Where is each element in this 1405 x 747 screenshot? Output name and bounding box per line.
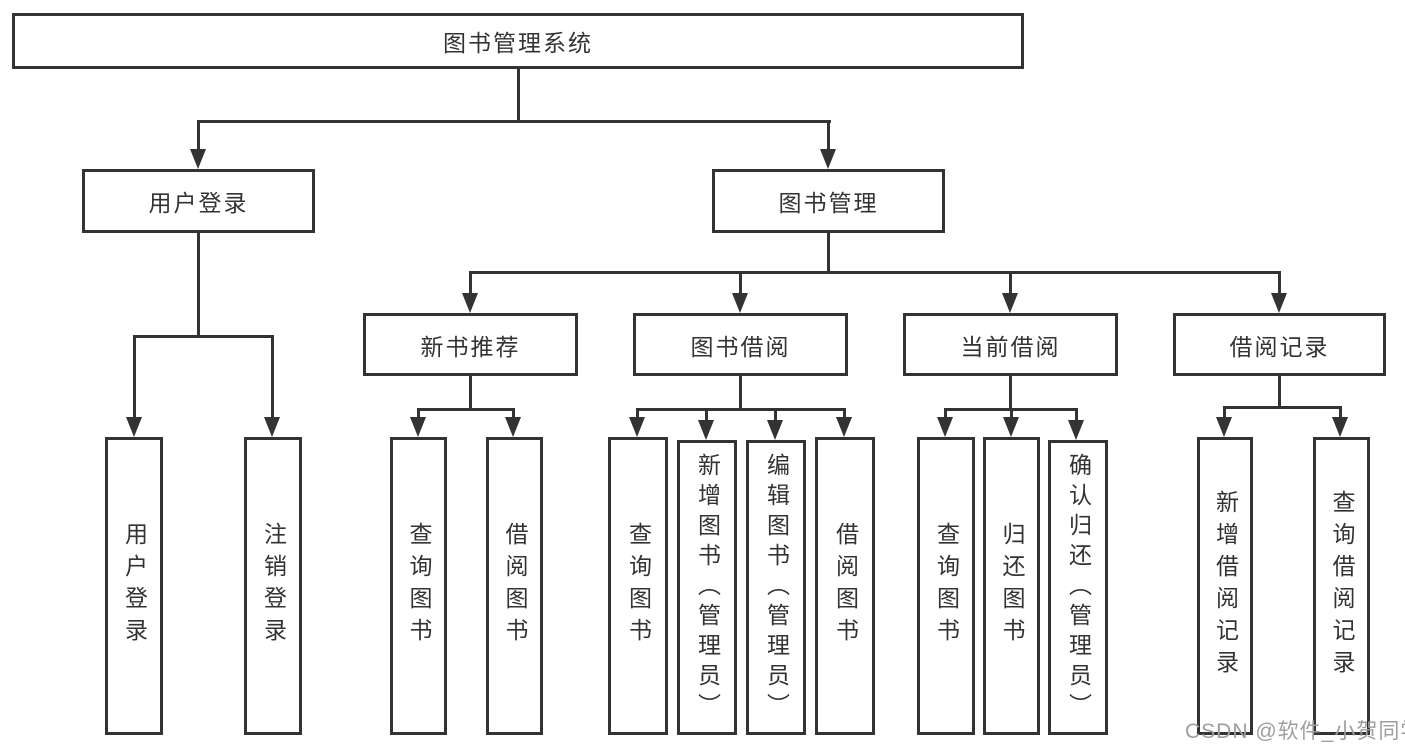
connector-cb-query-stem	[944, 408, 947, 420]
node-root-label: 图书管理系统	[443, 30, 593, 56]
leaf-newbook-query-label: 查询图书	[406, 522, 432, 650]
connector-user-login-stem	[197, 120, 200, 152]
leaf-current-confirm-box: 确认归还（管理员）	[1048, 440, 1108, 735]
leaf-borrow-add-label: 新增图书（管理员）	[694, 452, 721, 723]
connector-level1-hline	[197, 120, 831, 123]
node-records-label: 借阅记录	[1229, 333, 1330, 360]
connector-br-add-stem	[1223, 406, 1226, 420]
leaf-borrow-borrow-box: 借阅图书	[815, 437, 875, 735]
arrowhead-cb-return	[1003, 417, 1019, 437]
node-records-box: 借阅记录	[1173, 313, 1386, 376]
connector-records-down	[1278, 376, 1281, 408]
leaf-logout-box: 注销登录	[244, 437, 302, 735]
leaf-borrow-add-box: 新增图书（管理员）	[677, 440, 737, 735]
connector-new-book-stem	[469, 271, 472, 297]
connector-borrow-down	[739, 376, 742, 410]
leaf-current-query-label: 查询图书	[933, 522, 960, 650]
connector-new-book-hline	[417, 408, 515, 411]
connector-cb-confirm-stem	[1075, 408, 1078, 420]
connector-current-down	[1009, 376, 1012, 410]
leaf-newbook-borrow-label: 借阅图书	[502, 522, 528, 650]
node-user-login-box: 用户登录	[82, 169, 315, 233]
arrowhead-borrow	[732, 293, 748, 313]
node-current-box: 当前借阅	[903, 313, 1118, 376]
node-borrow-box: 图书借阅	[633, 313, 848, 376]
connector-cb-return-stem	[1010, 408, 1013, 420]
csdn-watermark: CSDN @软件_小贺同学	[1185, 720, 1405, 743]
arrowhead-cb-confirm	[1068, 420, 1084, 440]
node-user-login-label: 用户登录	[148, 190, 249, 216]
arrowhead-records	[1271, 293, 1287, 313]
leaf-records-add-box: 新增借阅记录	[1197, 437, 1253, 735]
leaf-user-login-box: 用户登录	[105, 437, 163, 735]
connector-book-mgmt-stem	[827, 120, 830, 152]
node-book-mgmt-box: 图书管理	[712, 169, 945, 233]
arrowhead-bb-borrow	[836, 417, 852, 437]
connector-user-login-hline	[133, 335, 273, 338]
arrowhead-br-add	[1216, 417, 1232, 437]
connector-leaf-user-login-stem	[133, 335, 136, 419]
leaf-current-query-box: 查询图书	[917, 437, 975, 735]
connector-bb-add-stem	[705, 408, 708, 420]
leaf-newbook-query-box: 查询图书	[390, 437, 447, 735]
connector-bb-edit-stem	[774, 408, 777, 420]
leaf-borrow-borrow-label: 借阅图书	[832, 522, 859, 650]
connector-new-book-down	[469, 376, 472, 410]
connector-br-query-stem	[1339, 406, 1342, 420]
node-new-book-label: 新书推荐	[420, 333, 521, 360]
connector-leaf-logout-stem	[271, 335, 274, 419]
arrowhead-bb-edit	[767, 420, 783, 440]
node-borrow-label: 图书借阅	[690, 333, 791, 360]
leaf-newbook-borrow-box: 借阅图书	[486, 437, 543, 735]
connector-current-stem	[1009, 271, 1012, 297]
connector-bb-borrow-stem	[843, 408, 846, 420]
leaf-borrow-edit-box: 编辑图书（管理员）	[746, 440, 806, 735]
arrowhead-nb-query	[410, 417, 426, 437]
arrowhead-bb-add	[698, 420, 714, 440]
connector-root-stem	[517, 69, 520, 123]
leaf-current-return-box: 归还图书	[983, 437, 1040, 735]
leaf-current-return-label: 归还图书	[999, 522, 1025, 650]
arrowhead-current	[1002, 293, 1018, 313]
leaf-records-query-label: 查询借阅记录	[1329, 490, 1355, 682]
leaf-borrow-edit-label: 编辑图书（管理员）	[763, 452, 790, 723]
connector-bb-query-stem	[636, 408, 639, 420]
connector-level2-hline	[469, 271, 1281, 274]
connector-nb-borrow-stem	[512, 408, 515, 420]
leaf-borrow-query-box: 查询图书	[608, 437, 668, 735]
arrowhead-cb-query	[937, 417, 953, 437]
arrowhead-leaf-user-login	[126, 417, 142, 437]
arrowhead-br-query	[1332, 417, 1348, 437]
node-new-book-box: 新书推荐	[363, 313, 578, 376]
connector-user-login-down	[197, 233, 200, 335]
leaf-records-add-label: 新增借阅记录	[1212, 490, 1239, 682]
leaf-user-login-label: 用户登录	[121, 522, 148, 650]
arrowhead-book-mgmt	[820, 149, 836, 169]
connector-borrow-stem	[739, 271, 742, 297]
arrowhead-nb-borrow	[505, 417, 521, 437]
arrowhead-bb-query	[629, 417, 645, 437]
connector-book-mgmt-down	[827, 233, 830, 271]
node-current-label: 当前借阅	[960, 333, 1061, 360]
connector-borrow-hline	[636, 408, 845, 411]
node-book-mgmt-label: 图书管理	[778, 190, 879, 216]
arrowhead-new-book	[462, 293, 478, 313]
arrowhead-user-login	[190, 149, 206, 169]
leaf-current-confirm-label: 确认归还（管理员）	[1065, 452, 1092, 723]
leaf-records-query-box: 查询借阅记录	[1313, 437, 1370, 735]
arrowhead-leaf-logout	[264, 417, 280, 437]
leaf-borrow-query-label: 查询图书	[625, 522, 652, 650]
leaf-logout-label: 注销登录	[260, 522, 287, 650]
node-root-box: 图书管理系统	[12, 13, 1024, 69]
connector-nb-query-stem	[417, 408, 420, 420]
connector-records-stem	[1278, 271, 1281, 297]
connector-records-hline	[1223, 406, 1341, 409]
